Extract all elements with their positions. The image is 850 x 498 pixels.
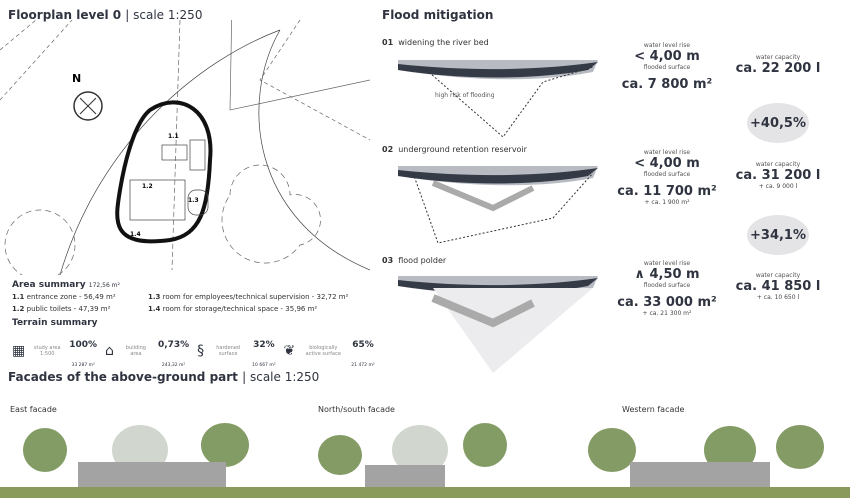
facade-label: Western facade [622, 405, 685, 414]
area-summary-title: Area summary 172,56 m² [12, 280, 120, 290]
svg-text:1.3: 1.3 [188, 197, 199, 204]
facades-title: Facades of the above-ground part | scale… [8, 370, 320, 384]
terrain-summary-title: Terrain summary [12, 318, 98, 328]
north-arrow-icon [73, 91, 103, 121]
svg-text:N: N [72, 72, 81, 85]
flood-stats: water level rise< 4,00 m flooded surface… [621, 42, 713, 92]
facade-label: East facade [10, 405, 57, 414]
flood-option-title: 03 flood polder [382, 256, 447, 265]
flood-title: Flood mitigation [382, 8, 494, 22]
area-item: 1.1 entrance zone - 56,49 m² [12, 293, 116, 301]
flood-option-title: 02 underground retention reservoir [382, 145, 527, 154]
flood-option-title: 01 widening the river bed [382, 38, 489, 47]
svg-text:1.4: 1.4 [130, 231, 141, 238]
sprout-icon: ❦ [283, 343, 296, 359]
facade-label: North/south facade [318, 405, 395, 414]
map-icon: ▦ [12, 343, 26, 359]
section-drawing [393, 268, 603, 382]
building-icon: ⌂ [105, 343, 114, 359]
building-outline [115, 100, 213, 244]
area-item: 1.3 room for employees/technical supervi… [148, 293, 349, 301]
area-item: 1.4 room for storage/technical space - 3… [148, 305, 318, 313]
site-plan: 1.1 1.2 1.3 1.4 N [0, 20, 370, 275]
svg-text:1.2: 1.2 [142, 183, 153, 190]
capacity-increase-badge: +40,5% [747, 103, 809, 143]
area-item: 1.2 public toilets - 47,39 m² [12, 305, 111, 313]
flood-stats: water level rise< 4,00 m flooded surface… [617, 149, 717, 206]
floorplan-title: Floorplan level 0 | scale 1:250 [8, 8, 203, 22]
section-drawing [393, 158, 603, 252]
facade-illustrations [0, 423, 850, 498]
section-drawing [393, 52, 603, 146]
terrain-summary: ▦ study area 1:500 100%33 287 m² ⌂ build… [12, 340, 375, 368]
capacity-increase-badge: +34,1% [747, 215, 809, 255]
high-risk-label: high risk of flooding [435, 92, 495, 99]
road-icon: § [197, 343, 205, 359]
svg-text:1.1: 1.1 [168, 133, 179, 140]
flood-stats: water level rise∧ 4,50 m flooded surface… [617, 260, 717, 317]
